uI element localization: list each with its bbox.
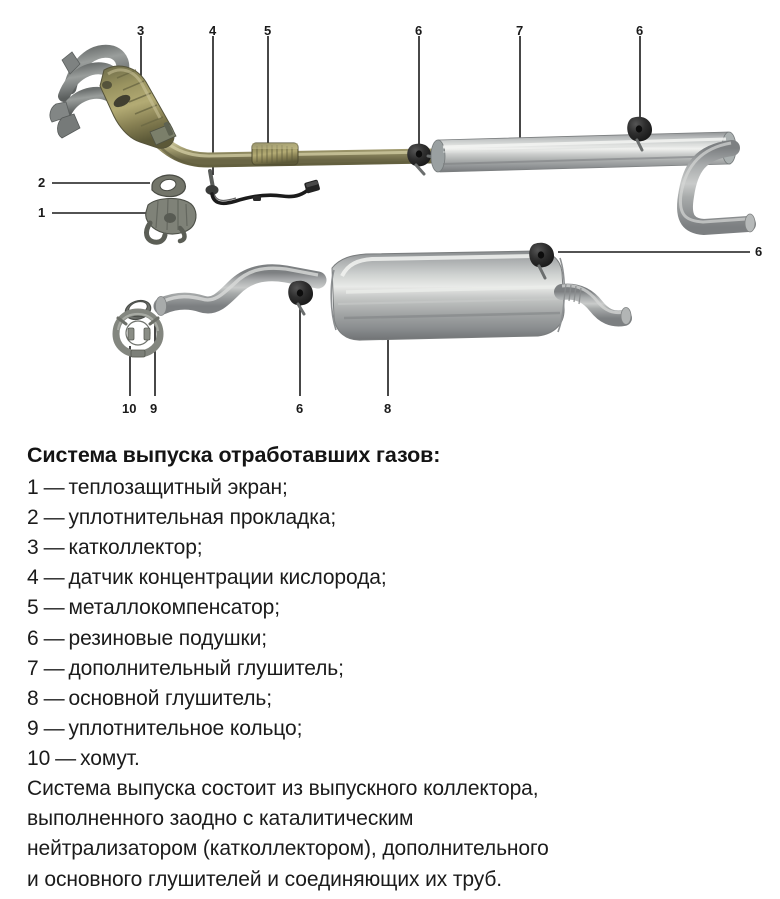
heat-shield	[144, 197, 197, 245]
leader-lines-left	[52, 182, 150, 214]
callout-9: 9	[150, 401, 158, 416]
legend-dash-3: —	[43, 536, 65, 560]
legend-text-4: датчик концентрации кислорода;	[68, 566, 387, 590]
muffler-inlet-pipe	[153, 264, 327, 316]
parts-legend-list: 1—теплозащитный экран; 2—уплотнительная …	[27, 473, 767, 774]
callout-3: 3	[137, 23, 145, 38]
legend-num-4: 4	[27, 566, 39, 590]
legend-dash-7: —	[43, 656, 65, 680]
rubber-hanger-rear-resonator	[627, 116, 652, 152]
legend-text-2: уплотнительная прокладка;	[68, 506, 337, 530]
main-muffler	[330, 250, 566, 341]
legend-num-1: 1	[27, 475, 39, 499]
legend-item-9: 9—уплотнительное кольцо;	[27, 714, 767, 744]
legend-dash-6: —	[43, 626, 65, 650]
legend-dash-5: —	[43, 596, 65, 620]
exhaust-gasket-ring	[151, 174, 186, 198]
callout-1: 1	[38, 205, 46, 220]
legend-item-1: 1—теплозащитный экран;	[27, 473, 767, 503]
legend-text-1: теплозащитный экран;	[68, 475, 288, 499]
callout-5: 5	[264, 23, 272, 38]
legend-dash-10: —	[55, 747, 77, 771]
legend-text-5: металлокомпенсатор;	[68, 596, 281, 620]
metal-bellows-compensator	[251, 142, 299, 166]
caption-heading-colon: :	[433, 443, 441, 467]
legend-num-2: 2	[27, 506, 39, 530]
legend-num-5: 5	[27, 596, 39, 620]
legend-text-8: основной глушитель;	[68, 686, 273, 710]
caption-heading: Система выпуска отработавших газов:	[27, 442, 767, 470]
callout-10: 10	[122, 401, 137, 416]
exhaust-clamp	[112, 308, 164, 358]
legend-text-6: резиновые подушки;	[68, 626, 268, 650]
legend-text-10: хомут.	[80, 747, 140, 771]
legend-num-7: 7	[27, 656, 39, 680]
callout-4: 4	[209, 23, 217, 38]
legend-item-8: 8—основной глушитель;	[27, 684, 767, 714]
legend-text-7: дополнительный глушитель;	[68, 656, 344, 680]
catalytic-converter-manifold	[49, 44, 177, 149]
legend-dash-1: —	[43, 475, 65, 499]
legend-num-10: 10	[27, 747, 51, 771]
legend-dash-4: —	[43, 566, 65, 590]
rubber-hanger-rear-muffler	[529, 242, 554, 280]
callout-2: 2	[38, 175, 46, 190]
legend-item-7: 7—дополнительный глушитель;	[27, 654, 767, 684]
legend-num-6: 6	[27, 626, 39, 650]
callout-7: 7	[516, 23, 524, 38]
oxygen-sensor-with-harness	[205, 169, 320, 206]
legend-item-2: 2—уплотнительная прокладка;	[27, 503, 767, 533]
legend-item-4: 4—датчик концентрации кислорода;	[27, 563, 767, 593]
legend-text-9: уплотнительное кольцо;	[68, 716, 303, 740]
muffler-tail-pipe	[554, 283, 632, 327]
caption-heading-text: Система выпуска отработавших газов	[27, 443, 434, 467]
legend-item-6: 6—резиновые подушки;	[27, 624, 767, 654]
legend-num-3: 3	[27, 536, 39, 560]
legend-dash-9: —	[43, 716, 65, 740]
legend-dash-8: —	[43, 686, 65, 710]
callout-6-front-muffler: 6	[296, 401, 304, 416]
callout-6-front-resonator: 6	[415, 23, 423, 38]
legend-num-9: 9	[27, 716, 39, 740]
description-paragraph: Система выпуска состоит из выпускного ко…	[27, 777, 549, 891]
legend-num-8: 8	[27, 686, 39, 710]
callout-6-rear-muffler: 6	[755, 244, 763, 259]
legend-text-3: катколлектор;	[68, 536, 203, 560]
legend-dash-2: —	[43, 506, 65, 530]
tail-pipe-top	[677, 140, 756, 236]
callout-8: 8	[384, 401, 392, 416]
rubber-hanger-front-muffler	[288, 280, 313, 316]
legend-item-5: 5—металлокомпенсатор;	[27, 593, 767, 623]
callout-6-rear-resonator: 6	[636, 23, 644, 38]
exhaust-system-diagram: 3 4 5 6 7 6 2 1 6 10 9 6 8	[0, 0, 780, 432]
exhaust-diagram-svg	[0, 0, 780, 432]
leader-lines-top	[140, 36, 641, 175]
legend-item-3: 3—катколлектор;	[27, 533, 767, 563]
caption-block: Система выпуска отработавших газов: 1—те…	[27, 442, 767, 895]
legend-item-10: 10—хомут.	[27, 744, 767, 774]
